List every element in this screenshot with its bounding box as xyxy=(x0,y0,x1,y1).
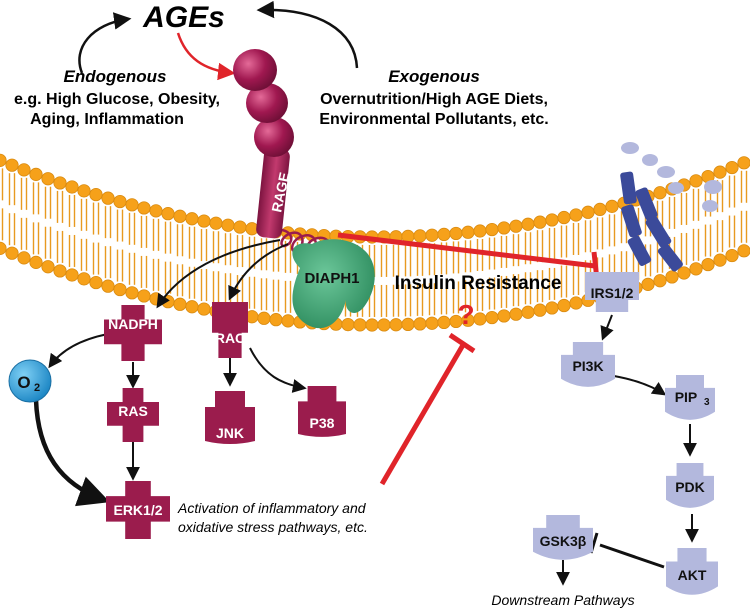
p38-node: P38 xyxy=(298,386,346,437)
akt-node: AKT xyxy=(666,548,718,595)
o2-label: O xyxy=(17,373,30,392)
pi3k-to-pip3-arrow xyxy=(613,375,667,396)
pdk-node: PDK xyxy=(666,463,714,508)
pdk-node-label: PDK xyxy=(675,479,705,495)
akt-inhibits-gsk-line xyxy=(599,543,665,569)
insulin-receptor-left-chain xyxy=(620,171,652,267)
jnk-node: JNK xyxy=(205,391,255,444)
endogenous-heading: Endogenous xyxy=(64,67,167,86)
irs-node-shape xyxy=(585,272,639,312)
nadph-to-o2-arrow xyxy=(48,333,109,369)
gsk-node-shape xyxy=(533,515,593,560)
akt-node-shape xyxy=(666,548,718,595)
erk-node-shape xyxy=(106,481,170,539)
jnk-node-label: JNK xyxy=(216,425,244,441)
o2-subscript: 2 xyxy=(34,382,40,394)
erk-inhibits-insulin-line xyxy=(379,343,466,486)
irs-node: IRS1/2 xyxy=(585,272,639,312)
rac-node-shape xyxy=(212,302,248,358)
erk-node: ERK1/2 xyxy=(106,481,170,539)
p38-node-shape xyxy=(298,386,346,437)
o2-to-erk-arrow xyxy=(33,399,110,507)
endogenous-to-ages-arrow xyxy=(78,12,132,74)
endogenous-line-1: e.g. High Glucose, Obesity, xyxy=(14,91,220,108)
o2-molecule: O 2 xyxy=(8,359,52,403)
downstream-pathways-label: Downstream Pathways xyxy=(491,592,634,608)
p38-node-label: P38 xyxy=(310,415,335,431)
exogenous-heading: Exogenous xyxy=(388,67,480,86)
akt-node-label: AKT xyxy=(678,567,707,583)
ages-to-rage-arrow xyxy=(176,32,236,81)
rage-receptor: RAGE xyxy=(233,49,332,253)
pi3k-node-shape xyxy=(561,342,615,387)
insulin-receptor xyxy=(620,142,722,272)
pip3-node-label: PIP xyxy=(675,389,698,405)
pi3k-node: PI3K xyxy=(561,342,615,387)
activation-caption-line-2: oxidative stress pathways, etc. xyxy=(178,519,368,535)
ras-node-label: RAS xyxy=(118,403,148,419)
rac-node-label: RAC xyxy=(215,330,245,346)
diaph1-label: DIAPH1 xyxy=(304,270,359,287)
gsk-node: GSK3β xyxy=(533,515,593,560)
insulin-receptor-extracellular-domains xyxy=(621,142,722,212)
exogenous-to-ages-arrow xyxy=(256,0,359,69)
rage-to-nadph-arrow xyxy=(156,239,281,309)
gsk-node-label: GSK3β xyxy=(540,533,587,549)
erk-node-label: ERK1/2 xyxy=(113,502,162,518)
exogenous-line-1: Overnutrition/High AGE Diets, xyxy=(320,91,548,108)
irs-to-pi3k-arrow xyxy=(600,314,614,341)
nadph-node: NADPH xyxy=(104,305,162,361)
nadph-node-label: NADPH xyxy=(108,316,158,332)
insulin-receptor-right-chain xyxy=(635,187,683,272)
pi3k-node-label: PI3K xyxy=(572,358,603,374)
pip3-node-subscript: 3 xyxy=(704,397,710,408)
irs-node-label: IRS1/2 xyxy=(591,285,634,301)
nadph-node-shape xyxy=(104,305,162,361)
rac-to-p38-arrow xyxy=(249,347,307,393)
rage-transmembrane-stalk xyxy=(256,147,290,239)
rage-domain-c2 xyxy=(254,117,294,157)
exogenous-line-2: Environmental Pollutants, etc. xyxy=(319,111,548,128)
rage-domain-c1 xyxy=(246,83,288,123)
ras-node: RAS xyxy=(106,388,159,443)
diaph1-protein: DIAPH1 xyxy=(292,239,375,329)
rage-inhibits-irs-line xyxy=(337,232,596,269)
rage-domain-v xyxy=(233,49,277,91)
question-mark: ? xyxy=(457,299,474,330)
ages-title: AGEs xyxy=(142,1,225,34)
erk-inhibits-insulin-bar xyxy=(448,332,476,354)
diaph1-shape xyxy=(292,239,375,329)
activation-caption-line-1: Activation of inflammatory and xyxy=(177,500,367,516)
jnk-node-shape xyxy=(205,391,255,444)
rage-to-rac-arrow xyxy=(228,243,289,301)
endogenous-line-2: Aging, Inflammation xyxy=(30,111,184,128)
pip3-node: PIP 3 xyxy=(665,375,715,420)
pip3-node-shape xyxy=(665,375,715,420)
pdk-node-shape xyxy=(666,463,714,508)
rac-node: RAC xyxy=(212,302,248,358)
ras-node-shape xyxy=(106,388,159,443)
insulin-resistance-label: Insulin Resistance xyxy=(395,273,562,294)
